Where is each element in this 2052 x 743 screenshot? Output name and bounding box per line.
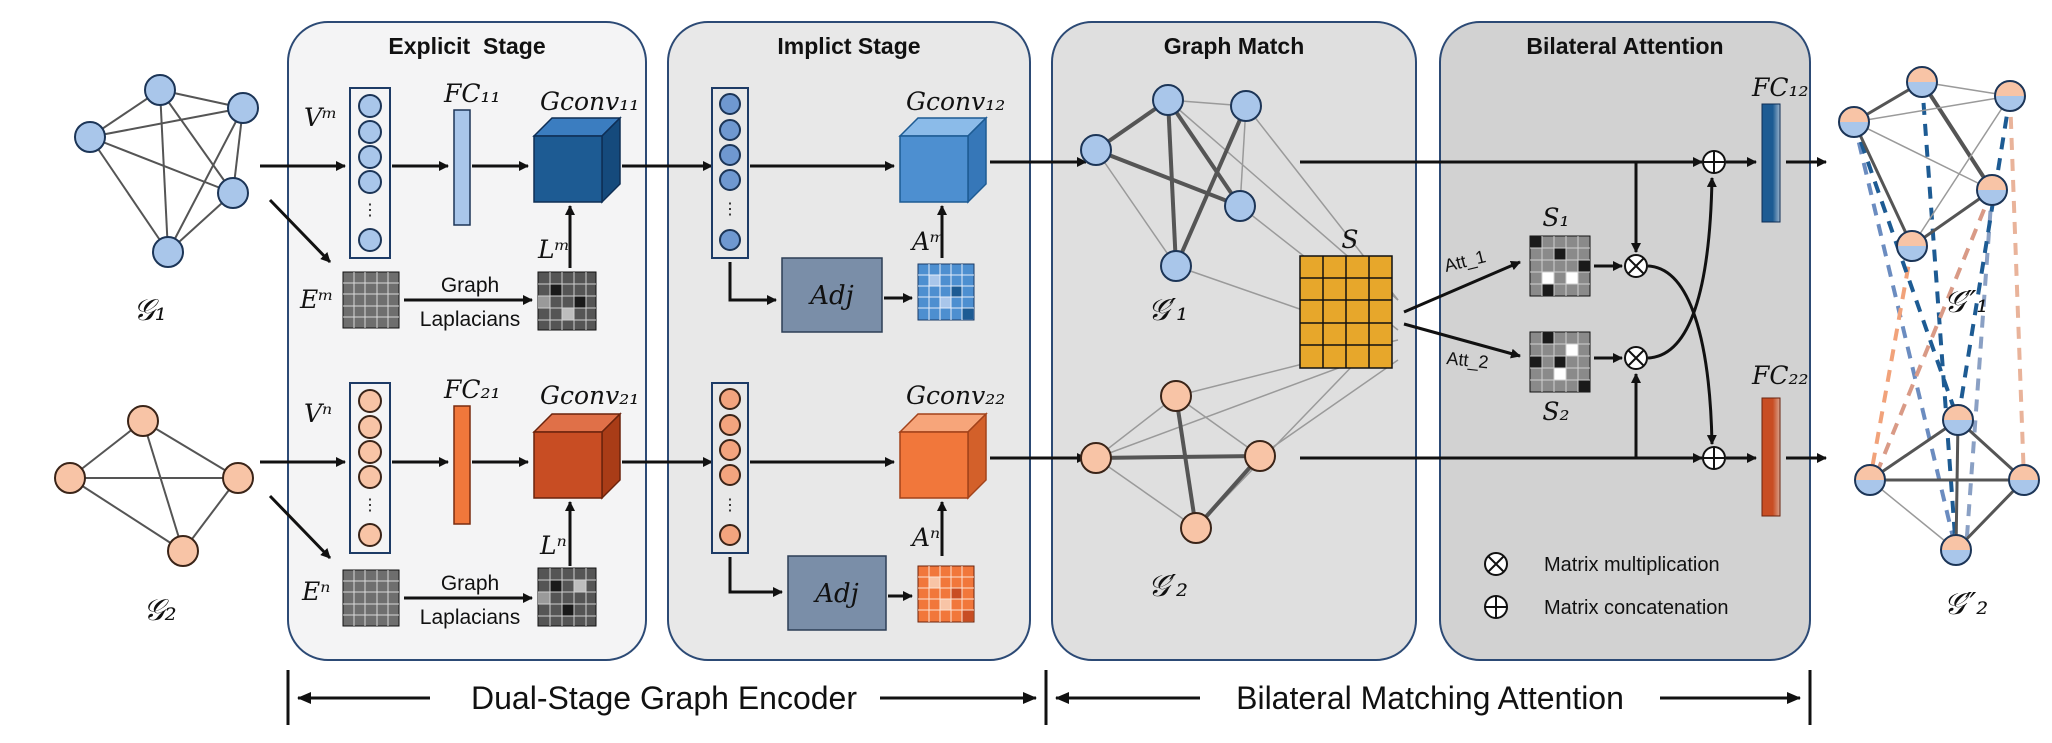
arrow-mult2-concat1 <box>1647 177 1717 360</box>
lm-matrix <box>537 271 597 331</box>
label-an: Aⁿ <box>910 523 940 552</box>
label-em: Eᵐ <box>299 285 334 314</box>
mult-op-2 <box>1624 346 1648 370</box>
label-ln: Lⁿ <box>539 531 567 560</box>
concat-op-2 <box>1702 446 1726 470</box>
output-g1-edges <box>1852 80 2011 248</box>
label-vm: Vᵐ <box>304 103 337 132</box>
arrow-s-s1 <box>1403 260 1521 314</box>
label-adj-top: Adj <box>808 281 853 311</box>
label-g2-prime: 𝒢′₂ <box>1148 569 1188 604</box>
label-gconv21: Gconv₂₁ <box>540 381 639 410</box>
label-g2: 𝒢₂ <box>143 593 176 628</box>
label-dual-stage-encoder: Dual-Stage Graph Encoder <box>471 680 857 716</box>
title-graph-match: Graph Match <box>1164 33 1305 59</box>
label-s: S <box>1341 225 1358 254</box>
label-fc11: FC₁₁ <box>443 79 501 108</box>
panel-bilateral-attention <box>1439 21 1811 661</box>
label-s1: S₁ <box>1542 203 1569 232</box>
adj-box-bottom <box>787 555 887 631</box>
s-matrix <box>1299 255 1393 369</box>
input-arrows <box>260 161 346 560</box>
adj-box-top <box>781 257 883 333</box>
concat-op-1 <box>1702 150 1726 174</box>
arrow-implicit-adj-bottom <box>728 557 783 597</box>
input-graph-g2 <box>69 420 239 552</box>
match-blue-nodes <box>1080 84 1262 282</box>
gconv21-cube <box>532 412 622 500</box>
label-laplacians-bottom: Laplacians <box>420 606 520 629</box>
implicit-bottom-ellipsis: ⋮ <box>722 497 738 514</box>
vm-ellipsis: ⋮ <box>362 202 378 219</box>
bottom-span-markers <box>286 670 1812 725</box>
legend-mult-icon <box>1484 552 1508 576</box>
label-am: Aᵐ <box>910 227 945 256</box>
label-graph-top: Graph <box>441 274 499 297</box>
am-matrix <box>917 263 975 321</box>
arrow-implicit-adj-top <box>728 262 777 305</box>
label-g1-double-prime: 𝒢″₁ <box>1944 285 1989 320</box>
arrow-mult1-concat2 <box>1647 264 1717 445</box>
label-g1-prime: 𝒢′₁ <box>1148 293 1188 328</box>
vn-ellipsis: ⋮ <box>362 497 378 514</box>
implicit-top-ellipsis: ⋮ <box>722 201 738 218</box>
output-g2-nodes <box>1854 404 2040 566</box>
label-fc22: FC₂₂ <box>1751 361 1809 390</box>
arrow-s-s2 <box>1403 322 1521 359</box>
title-bilateral-attention: Bilateral Attention <box>1526 33 1723 59</box>
vm-cells <box>358 94 382 252</box>
g1-nodes <box>74 74 259 268</box>
gconv11-cube <box>532 116 622 204</box>
ln-matrix <box>537 567 597 627</box>
label-lm: Lᵐ <box>537 235 570 264</box>
output-g1-nodes <box>1838 66 2026 262</box>
label-gconv22: Gconv₂₂ <box>906 381 1005 410</box>
fc11-bar <box>453 109 471 226</box>
em-matrix <box>342 271 400 329</box>
fc21-bar <box>453 405 471 525</box>
fc12-bar <box>1761 103 1781 223</box>
s1-matrix <box>1529 235 1591 297</box>
label-en: Eⁿ <box>301 577 330 606</box>
label-g1: 𝒢₁ <box>133 293 166 328</box>
en-matrix <box>342 569 400 627</box>
gconv22-cube <box>898 412 988 500</box>
legend-concat-label: Matrix concatenation <box>1544 597 1729 619</box>
title-explicit-stage: Explicit Stage <box>388 33 545 59</box>
an-matrix <box>917 565 975 623</box>
label-fc12: FC₁₂ <box>1751 73 1809 102</box>
mult-op-1 <box>1624 254 1648 278</box>
legend-concat-icon <box>1484 595 1508 619</box>
title-implicit-stage: Implict Stage <box>777 33 920 59</box>
g2-nodes <box>54 405 254 567</box>
label-vn: Vⁿ <box>304 399 332 428</box>
label-gconv12: Gconv₁₂ <box>906 87 1005 116</box>
legend-mult-label: Matrix multiplication <box>1544 554 1720 576</box>
implicit-bottom-cells <box>719 388 741 546</box>
label-fc21: FC₂₁ <box>443 375 501 404</box>
s2-matrix <box>1529 331 1591 393</box>
label-bilateral-matching: Bilateral Matching Attention <box>1236 680 1624 716</box>
gconv12-cube <box>898 116 988 204</box>
input-graph-g1 <box>89 89 244 253</box>
implicit-top-cells <box>719 93 741 251</box>
label-graph-bottom: Graph <box>441 572 499 595</box>
match-orange-nodes <box>1080 380 1276 544</box>
panel-graph-match <box>1051 21 1417 661</box>
label-s2: S₂ <box>1542 397 1569 426</box>
label-laplacians-top: Laplacians <box>420 308 520 331</box>
fc22-bar <box>1761 397 1781 517</box>
vn-cells <box>358 389 382 547</box>
label-gconv11: Gconv₁₁ <box>540 87 639 116</box>
label-adj-bottom: Adj <box>813 579 858 609</box>
label-g2-double-prime: 𝒢″₂ <box>1944 587 1989 622</box>
